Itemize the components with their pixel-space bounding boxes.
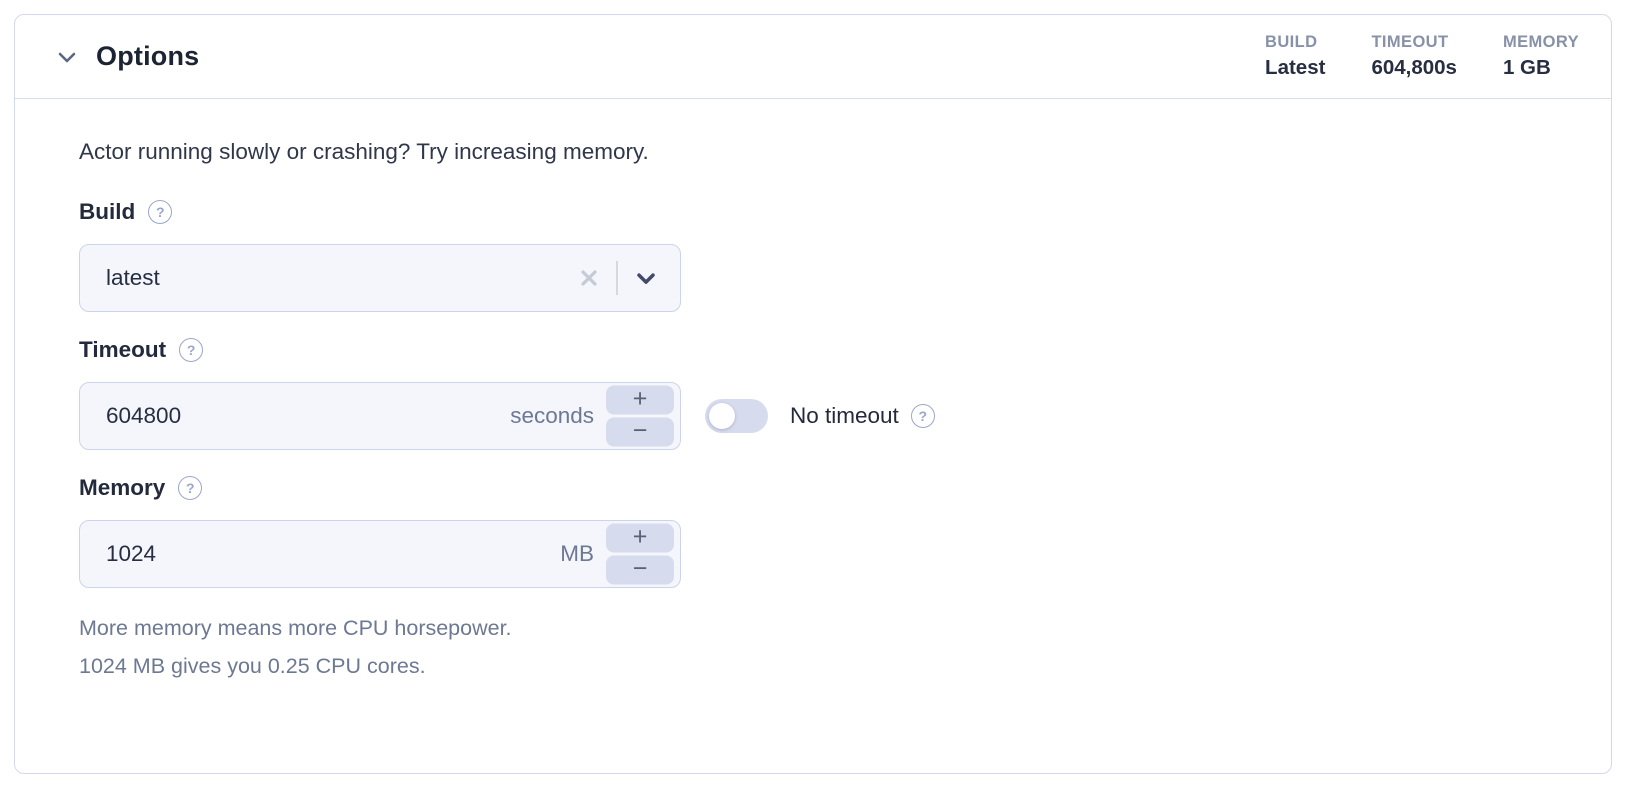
collapse-chevron-icon[interactable] bbox=[53, 43, 81, 71]
memory-input[interactable] bbox=[80, 521, 561, 587]
select-divider bbox=[616, 261, 618, 295]
timeout-control-row: seconds + − No timeout ? bbox=[79, 382, 1547, 450]
toggle-knob bbox=[709, 403, 735, 429]
timeout-label: Timeout bbox=[79, 337, 167, 362]
memory-decrement-button[interactable]: − bbox=[606, 555, 674, 585]
intro-text: Actor running slowly or crashing? Try in… bbox=[79, 139, 649, 164]
clear-icon[interactable] bbox=[578, 267, 600, 289]
stat-memory: MEMORY 1 GB bbox=[1503, 33, 1579, 80]
build-field: Build ? bbox=[79, 199, 1547, 312]
stat-build: BUILD Latest bbox=[1265, 33, 1325, 80]
timeout-decrement-button[interactable]: − bbox=[606, 417, 674, 447]
section-title: Options bbox=[96, 41, 200, 71]
no-timeout-help-icon[interactable]: ? bbox=[910, 404, 935, 428]
header-stats: BUILD Latest TIMEOUT 604,800s MEMORY 1 G… bbox=[1265, 33, 1579, 80]
stat-memory-label: MEMORY bbox=[1502, 33, 1579, 51]
timeout-help-icon[interactable]: ? bbox=[179, 338, 204, 362]
timeout-increment-button[interactable]: + bbox=[606, 385, 674, 415]
memory-hint-line2: 1024 MB gives you 0.25 CPU cores. bbox=[79, 654, 426, 678]
memory-increment-button[interactable]: + bbox=[606, 523, 674, 553]
memory-field: Memory ? MB + − More memory means more C… bbox=[79, 475, 1547, 685]
stat-timeout: TIMEOUT 604,800s bbox=[1371, 33, 1457, 80]
options-header[interactable]: Options BUILD Latest TIMEOUT 604,800s ME… bbox=[15, 15, 1611, 99]
build-label-row: Build ? bbox=[79, 199, 1547, 225]
timeout-unit: seconds bbox=[510, 403, 594, 428]
build-input[interactable] bbox=[80, 245, 578, 311]
timeout-input[interactable] bbox=[80, 383, 511, 449]
timeout-input-box[interactable]: seconds + − bbox=[79, 382, 681, 450]
build-label: Build bbox=[79, 199, 136, 224]
memory-help-icon[interactable]: ? bbox=[178, 476, 203, 500]
stat-build-value: Latest bbox=[1265, 56, 1326, 79]
options-body: Actor running slowly or crashing? Try in… bbox=[15, 99, 1611, 782]
build-select[interactable] bbox=[79, 244, 681, 312]
memory-hint-line1: More memory means more CPU horsepower. bbox=[79, 616, 512, 640]
timeout-steppers: + − bbox=[606, 385, 674, 447]
options-panel: Options BUILD Latest TIMEOUT 604,800s ME… bbox=[14, 14, 1612, 774]
timeout-label-row: Timeout ? bbox=[79, 337, 1547, 363]
memory-label: Memory bbox=[79, 475, 166, 500]
memory-input-box[interactable]: MB + − bbox=[79, 520, 681, 588]
stat-memory-value: 1 GB bbox=[1502, 56, 1551, 79]
stat-timeout-value: 604,800s bbox=[1371, 56, 1457, 79]
timeout-field: Timeout ? seconds + − No timeout ? bbox=[79, 337, 1547, 450]
select-chevron-down-icon[interactable] bbox=[632, 264, 660, 292]
memory-steppers: + − bbox=[606, 523, 674, 585]
stat-build-label: BUILD bbox=[1265, 33, 1318, 51]
memory-hint: More memory means more CPU horsepower. 1… bbox=[79, 609, 1547, 685]
build-help-icon[interactable]: ? bbox=[148, 200, 173, 224]
memory-label-row: Memory ? bbox=[79, 475, 1547, 501]
memory-unit: MB bbox=[560, 541, 594, 566]
no-timeout-toggle[interactable] bbox=[705, 399, 768, 433]
no-timeout-label: No timeout bbox=[790, 403, 899, 428]
stat-timeout-label: TIMEOUT bbox=[1371, 33, 1449, 51]
